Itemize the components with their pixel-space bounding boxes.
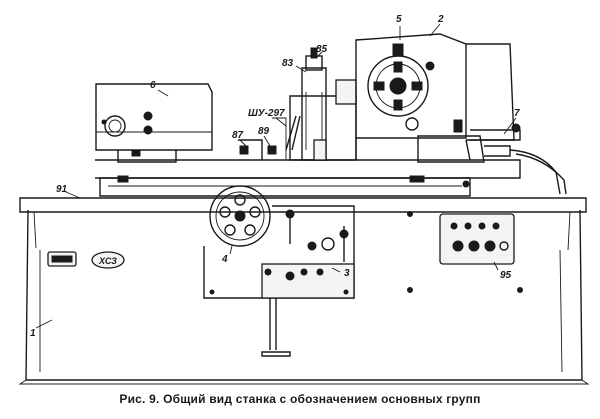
headstock-left [95, 83, 213, 163]
leader-lines [35, 23, 517, 329]
label-87: 87 [232, 130, 244, 141]
tailstock [417, 119, 567, 195]
label-91: 91 [56, 184, 68, 195]
nameplate-left [47, 251, 77, 267]
label-2: 2 [437, 14, 444, 25]
wheel-head [238, 47, 357, 161]
label-85: 85 [316, 44, 328, 55]
callout-labels: 6 5 2 7 85 83 ШУ-297 87 89 91 3 4 95 1 [30, 14, 520, 339]
figure-caption: Рис. 9. Общий вид станка с обозначением … [119, 392, 481, 406]
apron-panel [203, 205, 355, 357]
nameplate-text: ХСЗ [98, 256, 117, 266]
work-head [355, 33, 515, 161]
label-3: 3 [344, 268, 350, 279]
label-4: 4 [221, 254, 228, 265]
handwheel [209, 185, 271, 247]
label-1: 1 [30, 328, 36, 339]
label-95: 95 [500, 270, 512, 281]
machine-bed [18, 197, 590, 385]
label-5: 5 [396, 14, 402, 25]
electric-panel [439, 213, 515, 265]
table [95, 159, 521, 197]
label-shu297: ШУ-297 [248, 108, 285, 119]
nameplate-hsz: ХСЗ [91, 251, 125, 269]
label-7: 7 [514, 108, 520, 119]
label-83: 83 [282, 58, 294, 69]
label-89: 89 [258, 126, 270, 137]
label-6: 6 [150, 80, 156, 91]
bed-bolts [407, 211, 523, 293]
